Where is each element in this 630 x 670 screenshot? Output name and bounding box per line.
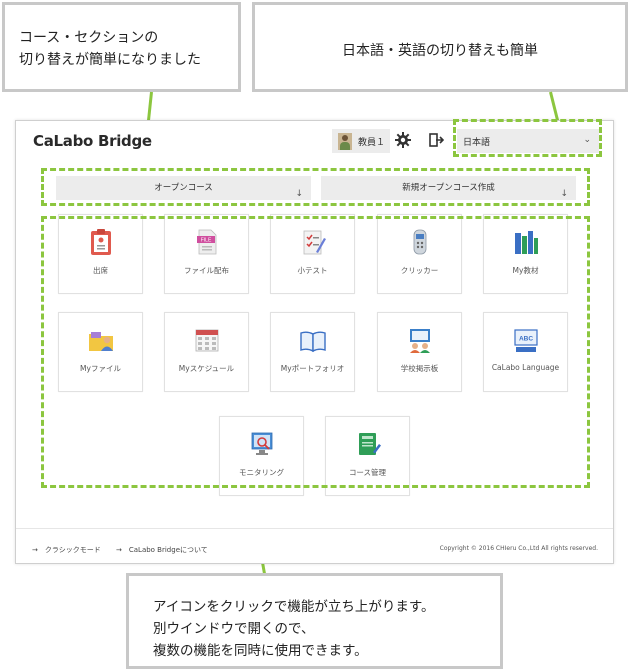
classic-mode-link[interactable]: → クラシックモード [32,546,101,554]
tile-my-schedule[interactable]: Myスケジュール [164,312,249,392]
tile-label: CaLabo Language [491,363,560,372]
quiz-icon [303,230,326,255]
callout-language-switch: 日本語・英語の切り替えも簡単 [252,2,628,92]
copyright: Copyright © 2016 CHIeru Co.,Ltd All righ… [439,545,598,552]
svg-text:ABC: ABC [519,336,533,343]
tile-label: 学校掲示板 [400,364,439,373]
chevron-down-icon: ⌄ [583,135,591,145]
course-management-icon [359,433,381,455]
tile-attendance[interactable]: 出席 [58,214,143,294]
avatar [338,132,352,150]
svg-text:FILE: FILE [201,238,212,244]
highlight-course-selectors [41,168,590,206]
callout-icon-launch: アイコンをクリックで機能が立ち上がります。 別ウインドウで開くので、 複数の機能… [126,573,503,669]
tile-label: モニタリング [239,468,284,477]
callout-text: 複数の機能を同時に使用できます。 [153,643,368,659]
tile-course-management[interactable]: コース管理 [325,416,410,496]
tile-monitoring[interactable]: モニタリング [219,416,304,496]
new-open-course-label: 新規オープンコース作成 [402,183,495,193]
tile-label: My教材 [512,266,539,275]
tile-my-materials[interactable]: My教材 [483,214,568,294]
tile-quiz[interactable]: 小テスト [270,214,355,294]
monitoring-icon [251,432,273,455]
about-link[interactable]: → CaLabo Bridgeについて [116,546,208,554]
abc-keyboard-icon: ABC [514,329,538,352]
tile-label: クリッカー [400,266,439,275]
highlight-language [453,119,602,157]
tile-label: 小テスト [297,266,328,275]
callout-text: アイコンをクリックで機能が立ち上がります。 [153,599,435,615]
user-menu[interactable]: 教員１ [332,129,390,153]
user-name: 教員１ [358,137,386,148]
tile-my-files[interactable]: Myファイル [58,312,143,392]
arrow-down-icon: ↓ [295,189,303,199]
folder-icon [89,332,113,351]
footer-divider [16,528,613,529]
tile-clicker[interactable]: クリッカー [377,214,462,294]
language-select[interactable]: 日本語 ⌄ [457,129,599,153]
calendar-icon [195,329,219,352]
language-value: 日本語 [463,138,491,148]
app-logo: CaLabo Bridge [33,132,152,150]
clicker-remote-icon [413,229,427,255]
tile-bulletin-board[interactable]: 学校掲示板 [377,312,462,392]
tile-file-distribution[interactable]: FILE ファイル配布 [164,214,249,294]
callout-text: 日本語・英語の切り替えも簡単 [342,43,538,59]
callout-section-switch: コース・セクションの 切り替えが簡単になりました [2,2,241,92]
logout-icon[interactable] [427,132,445,150]
open-course-select[interactable]: オープンコース ↓ [56,176,311,200]
arrow-down-icon: ↓ [560,189,568,199]
tile-my-portfolio[interactable]: Myポートフォリオ [270,312,355,392]
file-distribution-icon: FILE [197,229,217,255]
new-open-course-select[interactable]: 新規オープンコース作成 ↓ [321,176,576,200]
bulletin-board-icon [410,329,430,353]
callout-text: 別ウインドウで開くので、 [153,621,315,637]
tile-label: Myポートフォリオ [280,364,345,373]
tile-label: 出席 [93,266,108,275]
tile-label: ファイル配布 [184,266,229,275]
callout-text: コース・セクションの [19,30,159,46]
tile-label: Myスケジュール [178,364,235,373]
tile-label: Myファイル [80,364,121,373]
tile-calabo-language[interactable]: ABC CaLabo Language [483,312,568,392]
callout-text: 切り替えが簡単になりました [19,52,201,68]
open-course-label: オープンコース [154,183,213,193]
open-book-icon [300,331,326,353]
books-icon [515,231,538,254]
tile-label: コース管理 [348,468,387,477]
app-header: CaLabo Bridge 教員１ [16,121,613,163]
highlight-function-icons [41,216,590,488]
attendance-clipboard-icon [91,229,111,255]
gear-icon[interactable] [394,132,412,150]
